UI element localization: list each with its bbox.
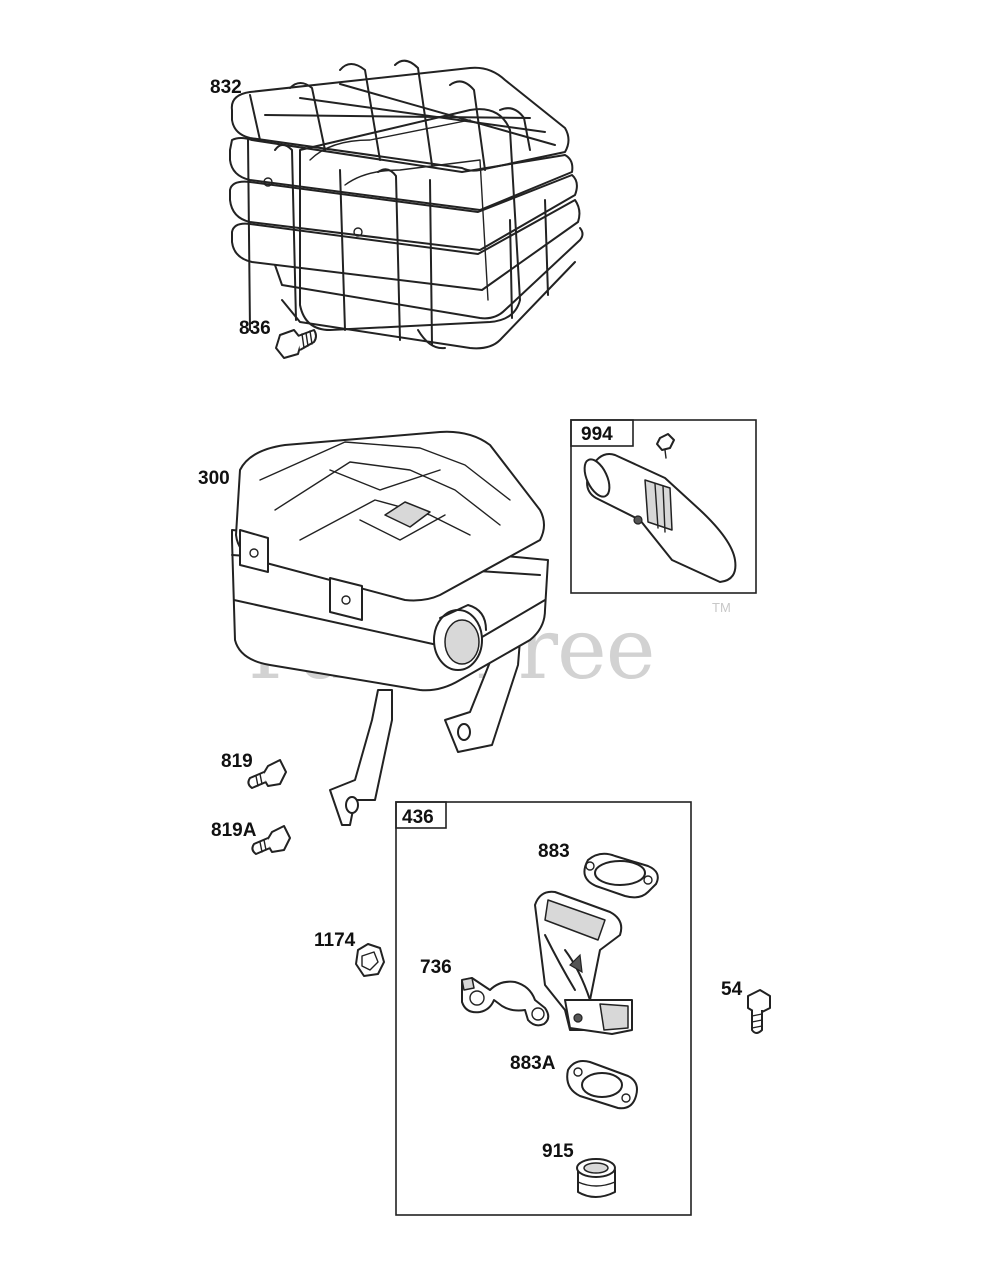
label-819a[interactable]: 819A xyxy=(211,820,257,841)
label-819[interactable]: 819 xyxy=(221,751,253,772)
label-994[interactable]: 994 xyxy=(581,424,613,445)
part-819a-bolt[interactable] xyxy=(251,825,291,855)
watermark-trademark: TM xyxy=(712,600,731,615)
part-994-spark-arrestor[interactable] xyxy=(579,433,737,583)
part-994-frame xyxy=(570,419,757,594)
part-300-muffler[interactable] xyxy=(231,430,549,826)
part-915-adapter[interactable] xyxy=(576,1158,616,1198)
label-736[interactable]: 736 xyxy=(420,957,452,978)
part-exhaust-elbow[interactable] xyxy=(534,890,633,1035)
label-883a[interactable]: 883A xyxy=(510,1053,556,1074)
label-883[interactable]: 883 xyxy=(538,841,570,862)
part-883-gasket[interactable] xyxy=(583,852,659,899)
part-819-bolt[interactable] xyxy=(247,759,287,789)
part-994-label-box xyxy=(570,419,634,447)
part-836-screw[interactable] xyxy=(275,329,317,359)
label-300[interactable]: 300 xyxy=(198,468,230,489)
label-836[interactable]: 836 xyxy=(239,318,271,339)
label-436[interactable]: 436 xyxy=(402,807,434,828)
label-54[interactable]: 54 xyxy=(721,979,743,1000)
part-54-bolt[interactable] xyxy=(747,989,771,1034)
part-436-frame xyxy=(395,801,692,1216)
part-883a-gasket[interactable] xyxy=(566,1060,638,1110)
part-1174-nut[interactable] xyxy=(355,943,385,977)
label-915[interactable]: 915 xyxy=(542,1141,574,1162)
part-436-label-box xyxy=(395,801,447,829)
label-832[interactable]: 832 xyxy=(210,77,242,98)
part-labels: 832 836 300 994 819 819A 436 883 1174 73… xyxy=(198,77,743,1162)
part-832-muffler-guard[interactable] xyxy=(229,59,584,350)
part-736-lock-plate[interactable] xyxy=(461,977,550,1027)
label-1174[interactable]: 1174 xyxy=(314,930,356,951)
